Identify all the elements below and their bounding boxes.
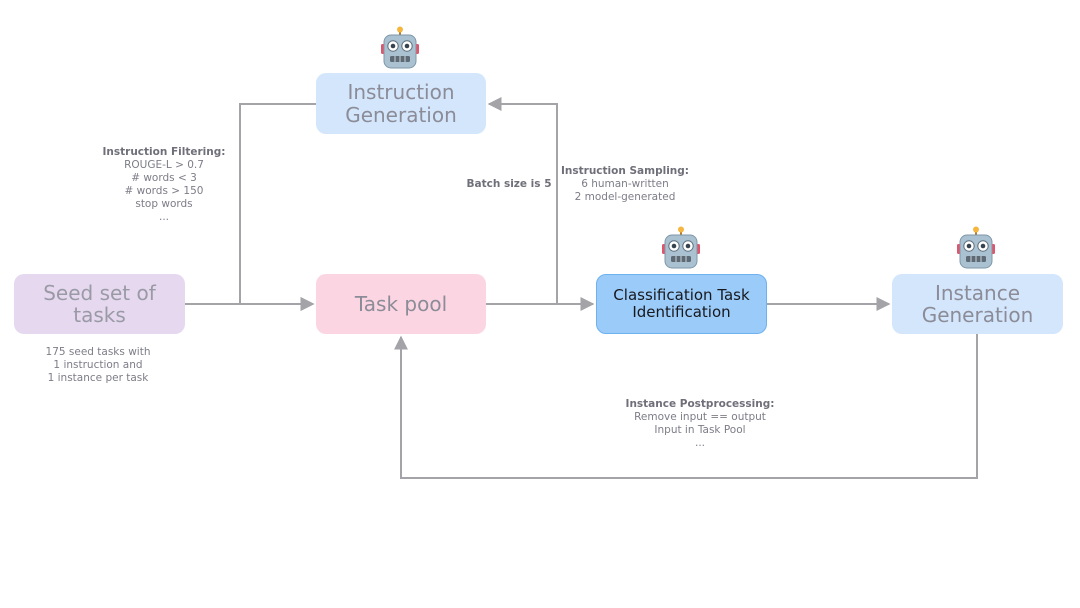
- batch-size-note: Batch size is 5: [466, 178, 552, 190]
- seed-set-node: Seed set of tasks: [14, 274, 185, 334]
- classification-label-line2: Identification: [632, 303, 731, 321]
- instance-generation-label-line1: Instance: [934, 280, 1021, 305]
- robot-icon: [957, 226, 995, 269]
- instance-generation-node: Instance Generation: [892, 274, 1063, 334]
- instance-postprocessing-note: Instance Postprocessing: Remove input ==…: [620, 398, 780, 450]
- seed-info-line-2: 1 instruction and: [53, 359, 143, 371]
- instruction-sampling-title: Instruction Sampling:: [561, 165, 689, 177]
- instance-postprocessing-title: Instance Postprocessing:: [625, 398, 775, 410]
- sampling-line-2: 2 model-generated: [574, 191, 676, 203]
- postprocessing-line-1: Remove input == output: [634, 411, 766, 423]
- instance-generation-label-line2: Generation: [921, 303, 1034, 327]
- task-pool-label: Task pool: [354, 291, 448, 316]
- arrow-instruction-to-taskpool: [239, 103, 316, 311]
- filtering-rule-2: # words < 3: [131, 172, 197, 184]
- classification-label-line1: Classification Task: [613, 286, 750, 305]
- seed-info-line-1: 175 seed tasks with: [45, 346, 151, 358]
- sampling-line-1: 6 human-written: [581, 178, 669, 190]
- task-pool-node: Task pool: [316, 274, 486, 334]
- arrow-taskpool-to-instruction: [486, 97, 558, 305]
- postprocessing-line-2: Input in Task Pool: [654, 424, 746, 436]
- filtering-rule-4: stop words: [135, 198, 193, 210]
- instruction-generation-label-line1: Instruction: [347, 80, 455, 105]
- filtering-rule-3: # words > 150: [124, 185, 204, 197]
- classification-node: Classification Task Identification: [596, 274, 767, 334]
- seed-set-label: Seed set of tasks: [43, 280, 156, 327]
- instruction-sampling-note: Instruction Sampling: 6 human-written 2 …: [560, 165, 690, 204]
- postprocessing-line-3: ...: [694, 437, 705, 449]
- instruction-generation-label-line2: Generation: [345, 102, 457, 127]
- filtering-rule-5: ...: [158, 211, 169, 223]
- filtering-rule-1: ROUGE-L > 0.7: [124, 159, 204, 171]
- instruction-generation-node: Instruction Generation: [316, 73, 486, 134]
- robot-icon: [662, 226, 700, 269]
- instruction-filtering-title: Instruction Filtering:: [102, 146, 226, 158]
- instruction-filtering-note: Instruction Filtering: ROUGE-L > 0.7 # w…: [94, 146, 234, 224]
- robot-icon: [381, 26, 419, 69]
- seed-info-line-3: 1 instance per task: [47, 372, 149, 384]
- seed-info-note: 175 seed tasks with 1 instruction and 1 …: [38, 346, 158, 385]
